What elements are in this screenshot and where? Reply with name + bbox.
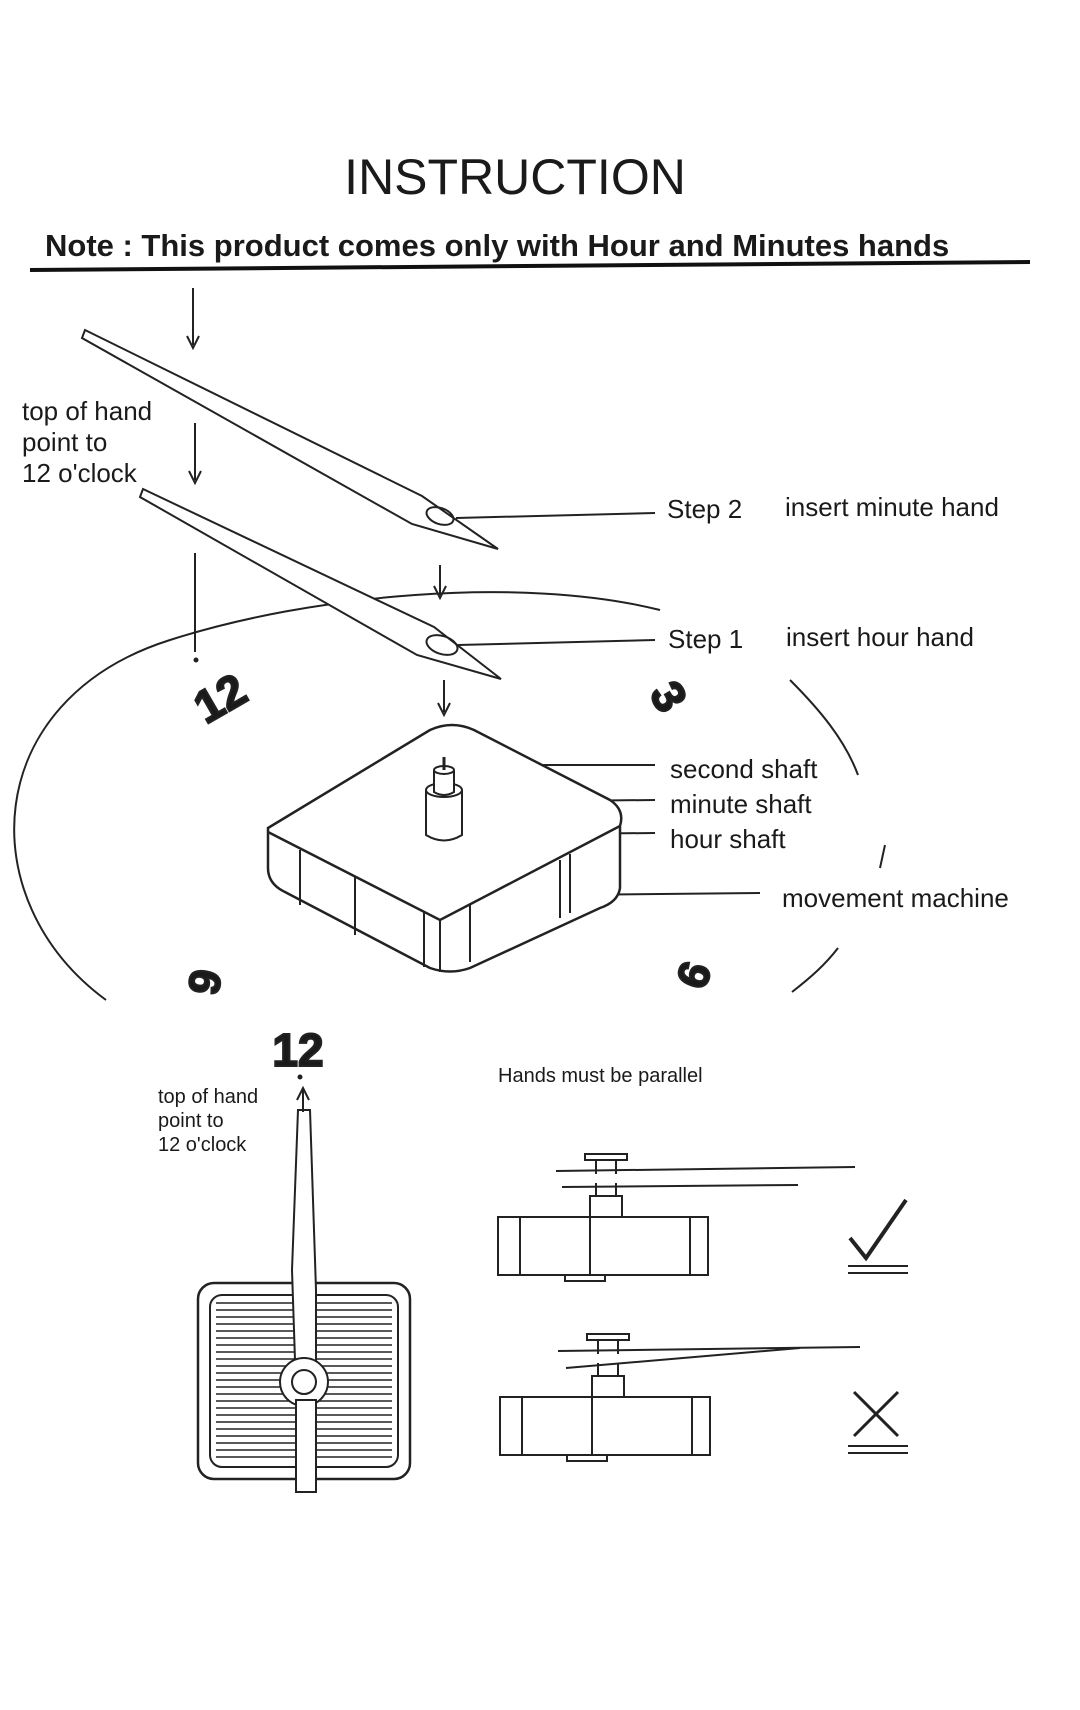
hand-tip-label-line: point to [22, 427, 107, 457]
check-icon [848, 1198, 908, 1262]
hand-tip-label-line: top of hand [22, 396, 152, 426]
parallel-correct-movement [497, 1153, 709, 1282]
movement-machine [266, 723, 623, 973]
dial-arc-right-top [789, 679, 859, 776]
front-hand-tip-label-line: 12 o'clock [158, 1134, 247, 1156]
front-12-dot [297, 1074, 303, 1080]
step1-text: insert hour hand [786, 622, 974, 652]
leader-line [457, 639, 656, 646]
shaft-stack [425, 757, 463, 842]
leader-line [455, 512, 656, 519]
step2-text: insert minute hand [785, 492, 999, 522]
parallel-title: Hands must be parallel [498, 1065, 703, 1087]
dial-number-6: 6 [667, 955, 721, 995]
dial-number-3: 3 [640, 672, 698, 720]
hour-hand-line [561, 1184, 799, 1188]
front-hand-tip-label-line: top of hand [158, 1086, 258, 1108]
dial-number-9: 9 [179, 966, 232, 999]
step2-label: Step 2 [667, 494, 742, 524]
up-arrow [296, 1085, 310, 1112]
dial-arc-left [13, 591, 661, 1001]
hand-tip-label-line: 12 o'clock [22, 458, 138, 488]
step1-label: Step 1 [668, 624, 743, 654]
front-hand-tip-label-line: point to [158, 1110, 224, 1132]
hour-hand [138, 487, 502, 680]
down-arrow [188, 423, 202, 486]
note-text: Note : This product comes only with Hour… [45, 228, 949, 263]
front-number-12: 12 [272, 1024, 323, 1076]
second-shaft-label: second shaft [670, 754, 818, 784]
cross-icon [852, 1390, 900, 1438]
movement-machine-label: movement machine [782, 883, 1009, 913]
minute-hand-line [555, 1166, 856, 1172]
hour-shaft-label: hour shaft [670, 824, 786, 854]
dial-number-12: 12 [185, 663, 255, 734]
header-underline [29, 260, 1031, 272]
page-title: INSTRUCTION [344, 149, 686, 205]
dial-arc-right-bottom [791, 947, 839, 993]
minute-hand [80, 328, 499, 550]
front-hand [279, 1109, 329, 1493]
minute-shaft-label: minute shaft [670, 789, 812, 819]
minute-hand-line [557, 1346, 861, 1352]
dial-12-dot [193, 657, 199, 663]
down-arrow [437, 680, 451, 718]
parallel-wrong-movement [499, 1333, 711, 1462]
leader-tick [879, 844, 886, 869]
down-arrow [186, 288, 200, 351]
hour-hand-line-tilted [565, 1347, 801, 1369]
down-arrow [433, 565, 447, 601]
